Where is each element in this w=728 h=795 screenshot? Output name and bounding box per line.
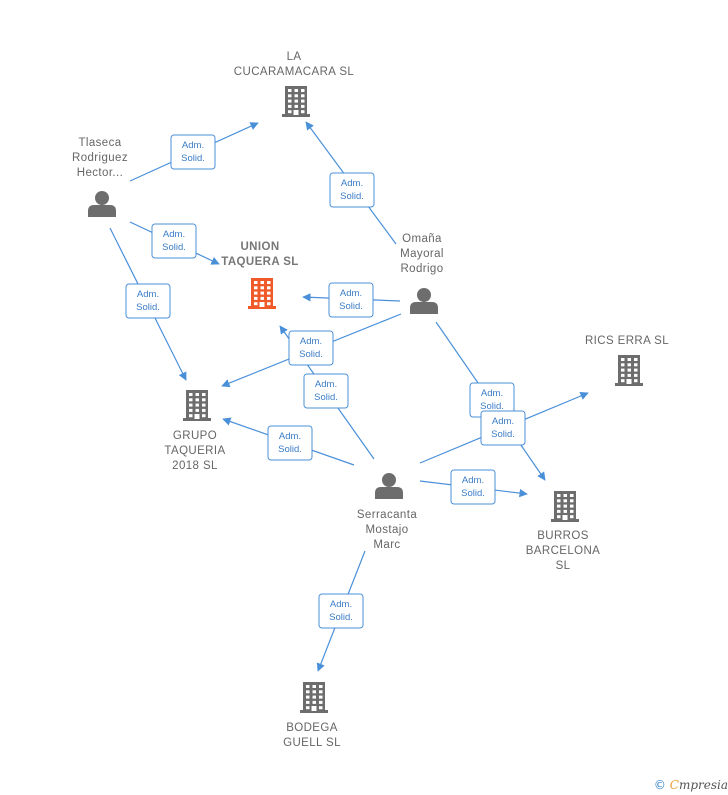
node-rics-erra[interactable]: RICS ERRA SL [585, 335, 669, 386]
edge-label-serracanta-to-bodega-guell[interactable]: Adm. Solid. [318, 593, 364, 629]
node-label: Rodriguez [72, 152, 128, 164]
edge-label-text: Solid. [480, 401, 504, 412]
node-label: BARCELONA [526, 545, 601, 557]
edge-label-text: Adm. [279, 431, 301, 442]
node-label: GUELL SL [283, 737, 341, 749]
edge-label-box [170, 134, 216, 170]
node-tlaseca[interactable]: TlasecaRodriguezHector... [72, 137, 128, 217]
edge-label-omana-to-grupo-taqueria[interactable]: Adm. Solid. [288, 330, 334, 366]
building-icon-highlighted [248, 278, 276, 309]
edge-label-text: Solid. [278, 444, 302, 455]
edge-label-text: Solid. [181, 153, 205, 164]
edge-label-box [288, 330, 334, 366]
node-label: BURROS [537, 530, 589, 542]
building-icon [615, 355, 643, 386]
edge-label-serracanta-to-union-taquera[interactable]: Adm. Solid. [303, 373, 349, 409]
brand-name: mpresia [678, 778, 728, 792]
copyright-symbol: © [653, 778, 666, 792]
node-label: Mostajo [365, 524, 408, 536]
node-label: CUCARAMACARA SL [234, 66, 355, 78]
footer-brand[interactable]: © Cmpresia [654, 778, 728, 792]
edge-label-text: Solid. [340, 191, 364, 202]
edge-label-text: Solid. [314, 392, 338, 403]
node-la-cucaramacara[interactable]: LA CUCARAMACARA SL [234, 51, 355, 117]
edge-label-tlaseca-to-la-cucaramacara[interactable]: Adm. Solid. [170, 134, 216, 170]
edge-label-text: Adm. [182, 140, 204, 151]
node-label: LA [287, 51, 302, 63]
edge-label-text: Solid. [491, 429, 515, 440]
edge-label-tlaseca-to-grupo-taqueria[interactable]: Adm. Solid. [125, 283, 171, 319]
node-bodega-guell[interactable]: BODEGA GUELL SL [283, 682, 341, 749]
edge-label-omana-to-burros-barcelona[interactable]: Adm. Solid. [469, 382, 515, 418]
edge-label-text: Adm. [315, 379, 337, 390]
brand-initial: C [669, 778, 679, 792]
edge-label-text: Solid. [339, 301, 363, 312]
edge-label-text: Adm. [340, 288, 362, 299]
edge-label-omana-to-la-cucaramacara[interactable]: Adm. Solid. [329, 172, 375, 208]
node-label: BODEGA [286, 722, 338, 734]
node-label: Serracanta [357, 509, 417, 521]
node-label: TAQUERA SL [221, 256, 298, 268]
edge-label-box [329, 172, 375, 208]
building-icon [300, 682, 328, 713]
edge-label-serracanta-to-rics-erra[interactable]: Adm. Solid. [480, 410, 526, 446]
edge-label-text: Solid. [329, 612, 353, 623]
edge-label-box [328, 282, 374, 318]
edge-label-serracanta-to-burros-barcelona[interactable]: Adm. Solid. [450, 469, 496, 505]
edge-label-text: Adm. [481, 388, 503, 399]
edge-label-omana-to-union-taquera[interactable]: Adm. Solid. [328, 282, 374, 318]
edge-label-text: Adm. [492, 416, 514, 427]
node-label: Rodrigo [400, 263, 443, 275]
building-icon [551, 491, 579, 522]
edge-label-text: Adm. [330, 599, 352, 610]
edge-label-box [303, 373, 349, 409]
node-label: UNION [240, 241, 279, 253]
person-icon [88, 191, 116, 217]
edge-label-box [151, 223, 197, 259]
node-grupo-taqueria[interactable]: GRUPO TAQUERIA 2018 SL [164, 390, 225, 472]
edge-label-box [450, 469, 496, 505]
edge-label-text: Adm. [462, 475, 484, 486]
node-label: Hector... [77, 167, 123, 179]
edge-label-box [125, 283, 171, 319]
edge-label-text: Adm. [341, 178, 363, 189]
edge-label-box [318, 593, 364, 629]
node-union-taquera[interactable]: UNION TAQUERA SL [221, 241, 298, 309]
node-label: RICS ERRA SL [585, 335, 669, 347]
edge-label-tlaseca-to-union-taquera[interactable]: Adm. Solid. [151, 223, 197, 259]
edge-label-serracanta-to-grupo-taqueria[interactable]: Adm. Solid. [267, 425, 313, 461]
edge-label-text: Adm. [163, 229, 185, 240]
edge-label-text: Solid. [162, 242, 186, 253]
node-label: TAQUERIA [164, 445, 225, 457]
node-label: Marc [373, 539, 400, 551]
edge-label-text: Solid. [461, 488, 485, 499]
edge-label-text: Solid. [299, 349, 323, 360]
edge-label-box [480, 410, 526, 446]
building-icon [183, 390, 211, 421]
edge-label-text: Solid. [136, 302, 160, 313]
person-icon [375, 473, 403, 499]
node-label: GRUPO [173, 430, 217, 442]
edge-label-text: Adm. [137, 289, 159, 300]
edge-label-text: Adm. [300, 336, 322, 347]
node-label: 2018 SL [172, 460, 218, 472]
node-label: Omaña [402, 233, 442, 245]
edge-label-box [267, 425, 313, 461]
node-label: Mayoral [400, 248, 444, 260]
node-burros-barcelona[interactable]: BURROS BARCELONA SL [526, 491, 601, 572]
person-icon [410, 288, 438, 314]
node-label: SL [556, 560, 571, 572]
node-label: Tlaseca [78, 137, 121, 149]
building-icon [282, 86, 310, 117]
